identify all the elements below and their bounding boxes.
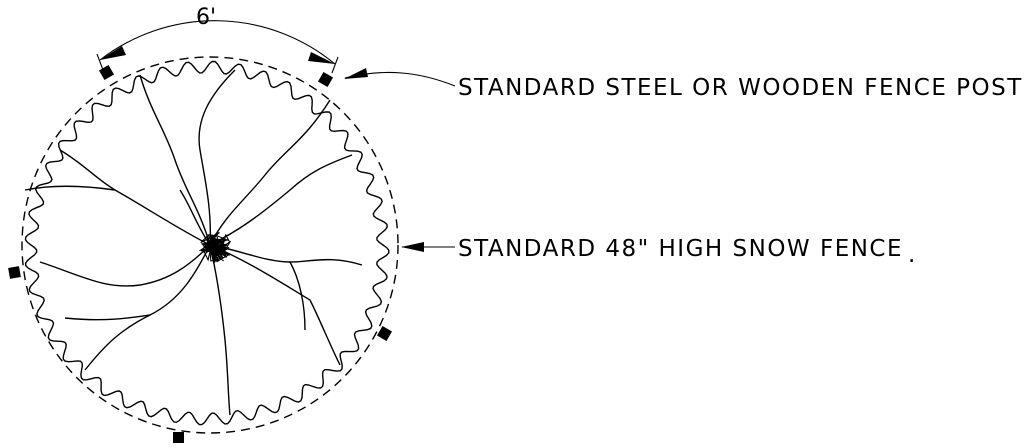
post-callout: STANDARD STEEL OR WOODEN FENCE POST [344,68,1023,101]
tree-dripline-outline [24,60,390,426]
arrowhead-icon [308,52,335,64]
fence-post-icon [8,266,21,279]
dimension-arc: 6' [96,5,339,74]
fence-post-icon [98,64,115,81]
trunk-scribble [198,239,227,262]
trunk-scribble [200,231,229,258]
fence-callout-label: STANDARD 48" HIGH SNOW FENCE [458,236,903,262]
tree-branches [24,69,363,416]
fence-posts [8,64,393,443]
arrowhead-icon [344,68,368,79]
fence-callout-period: . [908,242,917,268]
tree-trunk-center [198,231,232,264]
post-callout-label: STANDARD STEEL OR WOODEN FENCE POST [458,75,1023,101]
fence-post-icon [317,71,334,88]
snow-fence-dashed-circle [21,56,399,434]
fence-post-icon [376,325,393,342]
fence-post-icon [173,432,184,443]
fence-callout: STANDARD 48" HIGH SNOW FENCE . [401,236,917,268]
dimension-label: 6' [196,5,216,30]
arrowhead-icon [401,242,424,252]
arrowhead-icon [100,46,126,60]
